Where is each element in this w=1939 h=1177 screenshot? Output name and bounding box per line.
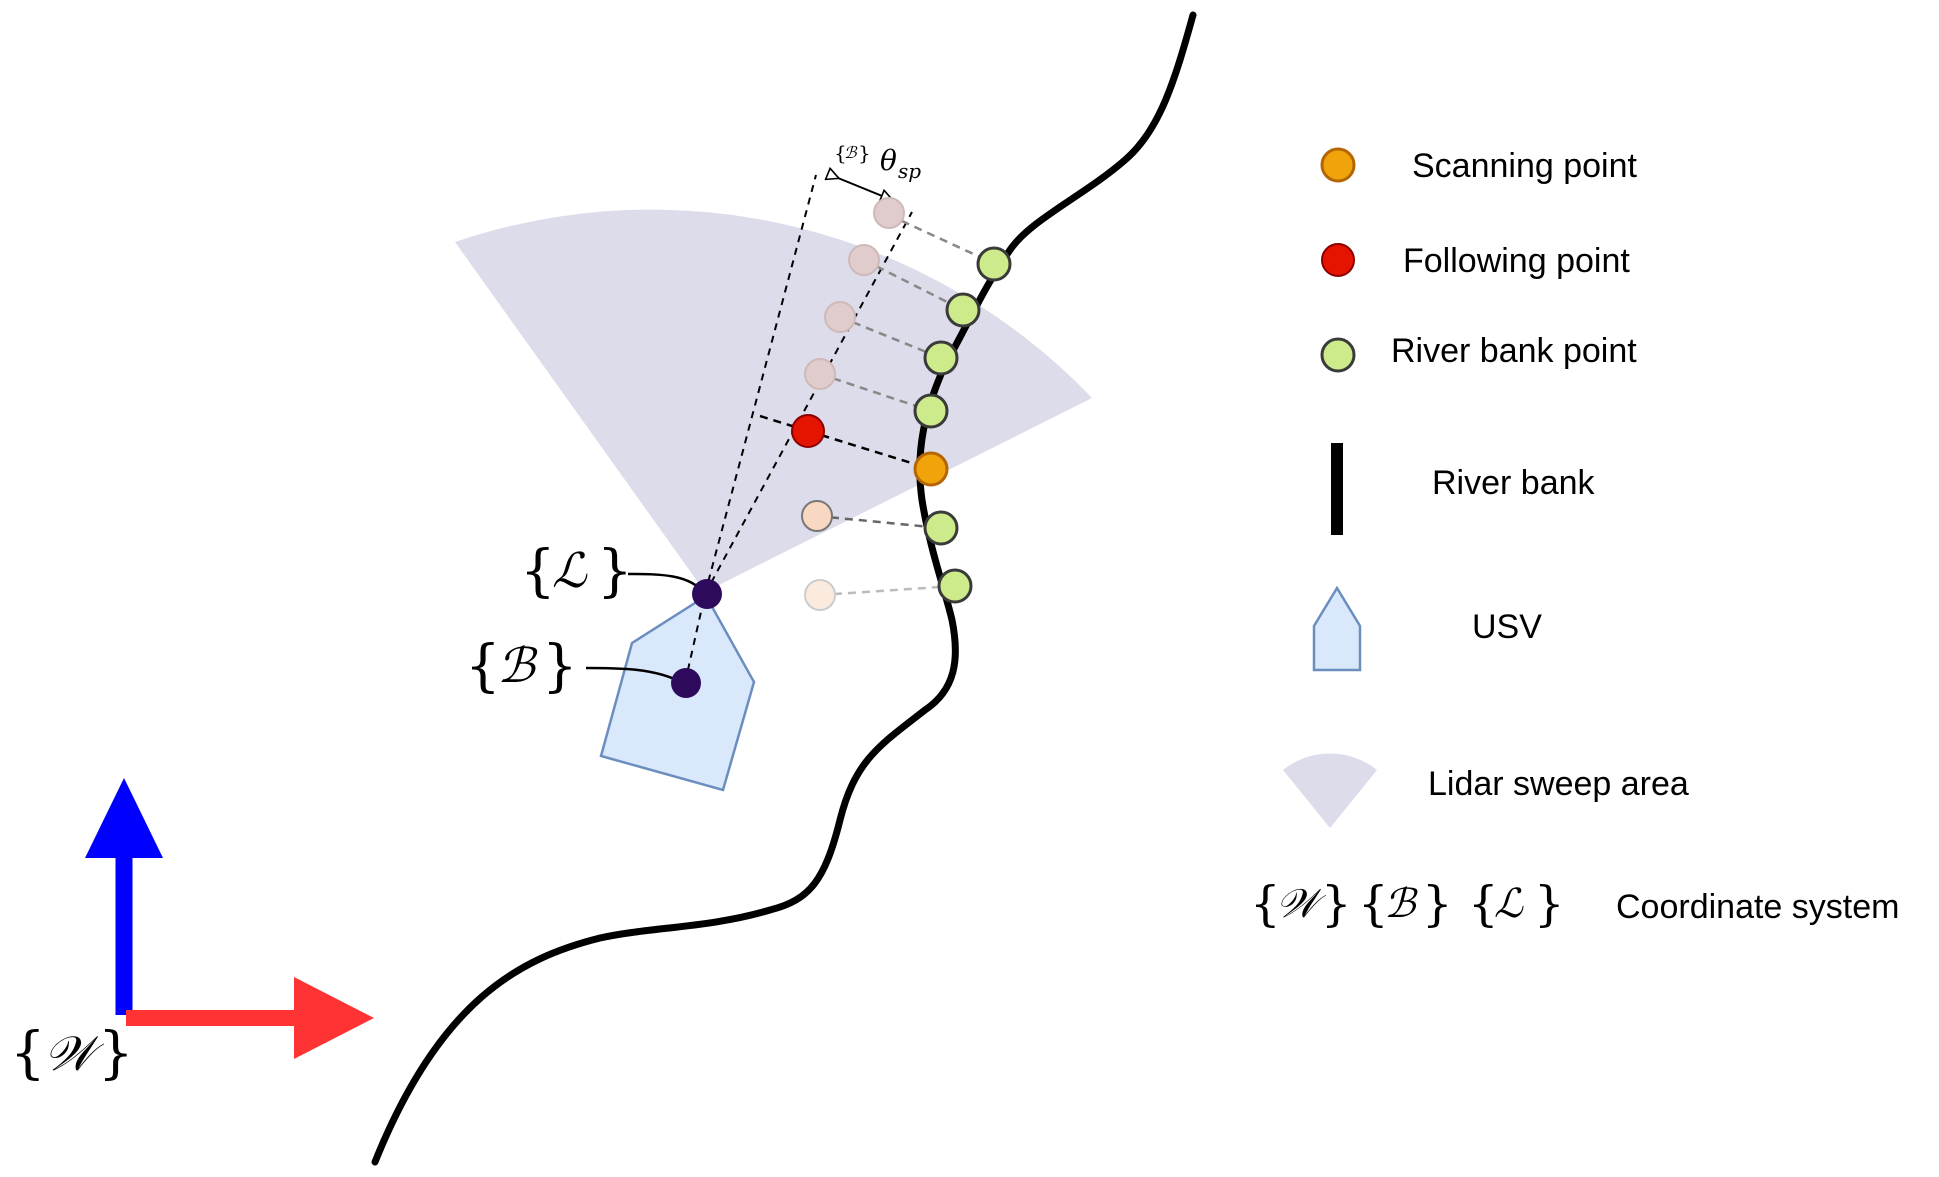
legend-usv-icon <box>1312 585 1362 672</box>
legend-lidar-close-brace: } <box>1534 876 1565 932</box>
angle-label: { ℬ } θ sp <box>834 141 921 183</box>
angle-frame-close-brace: } <box>858 141 871 165</box>
river-bank-point <box>923 340 959 376</box>
lidar-frame-label: { ℒ } <box>520 539 633 604</box>
lidar-frame-symbol: ℒ <box>552 543 588 599</box>
legend-river-bank-point-label: River bank point <box>1391 332 1637 370</box>
projected-point <box>824 301 856 333</box>
lidar-frame-origin <box>692 579 722 609</box>
river-bank-point <box>937 568 973 604</box>
legend-world-frame-symbol: { 𝒲 } <box>1250 876 1352 932</box>
legend-lidar-open-brace: { <box>1468 876 1499 932</box>
lidar-frame-open-brace: { <box>520 539 556 604</box>
projection-line <box>888 213 994 265</box>
legend-world-close-brace: } <box>1321 876 1352 932</box>
angle-symbol: θ <box>880 144 897 177</box>
legend-body-frame-symbol: { ℬ } <box>1358 876 1453 932</box>
projected-point <box>873 197 905 229</box>
legend-lidar-frame-symbol: { ℒ } <box>1468 876 1565 932</box>
legend-lidar-sweep-area-label: Lidar sweep area <box>1428 765 1689 803</box>
world-frame-close-brace: } <box>98 1021 134 1086</box>
body-frame-close-brace: } <box>542 634 578 699</box>
angle-arrow <box>838 178 892 200</box>
body-frame-origin <box>671 668 701 698</box>
projection-lines <box>759 213 994 597</box>
projection-line <box>839 315 942 360</box>
legend-item-following-point: Following point <box>1321 242 1630 280</box>
legend-body-symbol: ℬ <box>1384 881 1418 927</box>
projection-line <box>819 372 932 413</box>
projected-point <box>804 579 836 611</box>
legend: Scanning point Following point River ban… <box>1250 147 1899 932</box>
angle-frame-label: ℬ <box>844 143 858 162</box>
body-frame-symbol: ℬ <box>497 638 538 694</box>
following-point <box>791 414 825 448</box>
legend-body-open-brace: { <box>1358 876 1389 932</box>
river-bank-point <box>913 393 949 429</box>
legend-following-point-icon <box>1321 243 1355 277</box>
world-x-axis-arrowhead <box>294 977 374 1059</box>
legend-river-bank-label: River bank <box>1432 464 1596 502</box>
legend-following-point-label: Following point <box>1403 242 1630 280</box>
legend-world-symbol: 𝒲 <box>1276 881 1327 927</box>
river-bank-point <box>976 246 1012 282</box>
legend-item-lidar-sweep-area: Lidar sweep area <box>1283 753 1689 828</box>
world-frame-symbol: 𝒲 <box>44 1026 105 1082</box>
legend-item-coordinate-system: { 𝒲 } { ℬ } { ℒ } Coordinate system <box>1250 876 1899 932</box>
world-frame-open-brace: { <box>10 1021 46 1086</box>
river-bank-point <box>945 292 981 328</box>
legend-item-river-bank: River bank <box>1331 443 1596 535</box>
projection-line <box>816 514 942 530</box>
legend-scanning-point-label: Scanning point <box>1412 147 1638 185</box>
legend-item-river-bank-point: River bank point <box>1320 332 1637 373</box>
legend-scanning-point-icon <box>1320 147 1356 183</box>
world-frame-label: { 𝒲 } <box>10 1021 134 1086</box>
river-bank-curve <box>371 11 1197 1166</box>
legend-item-scanning-point: Scanning point <box>1320 147 1638 185</box>
legend-item-usv: USV <box>1312 585 1542 672</box>
legend-lidar-sweep-icon <box>1283 753 1377 828</box>
body-lidar-link <box>684 593 706 684</box>
lidar-sweep-area <box>455 209 1092 592</box>
river-bank-point <box>923 510 959 546</box>
world-y-axis-arrowhead <box>85 778 163 858</box>
projected-points <box>801 197 905 611</box>
river-bank-points <box>913 246 1012 604</box>
scanning-point <box>913 451 949 487</box>
legend-river-bank-point-icon <box>1320 337 1356 373</box>
projected-point <box>801 500 833 532</box>
lidar-frame-close-brace: } <box>597 539 633 604</box>
angle-frame-open-brace: { <box>834 141 847 165</box>
legend-usv-label: USV <box>1472 608 1542 646</box>
body-frame-label: { ℬ } <box>465 634 578 699</box>
projection-line <box>819 584 956 597</box>
legend-lidar-symbol: ℒ <box>1494 881 1524 927</box>
legend-coordinate-system-label: Coordinate system <box>1616 888 1899 926</box>
angle-subscript: sp <box>898 159 921 183</box>
body-frame-open-brace: { <box>465 634 501 699</box>
legend-world-open-brace: { <box>1250 876 1281 932</box>
projected-point <box>804 358 836 390</box>
projected-point <box>848 244 880 276</box>
projection-line <box>863 258 964 312</box>
legend-body-close-brace: } <box>1422 876 1453 932</box>
projection-line-following <box>807 429 932 471</box>
